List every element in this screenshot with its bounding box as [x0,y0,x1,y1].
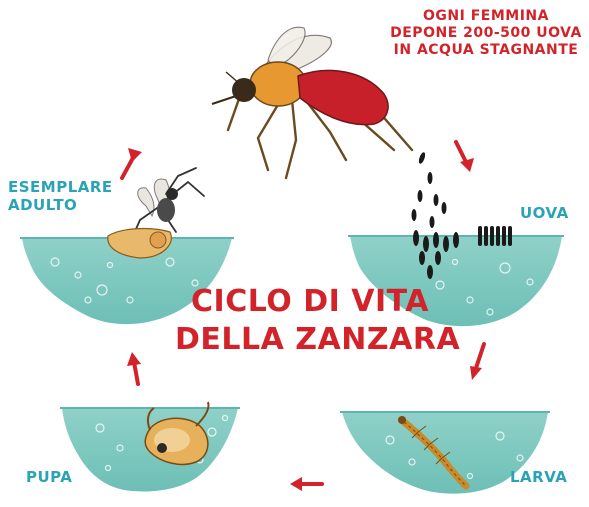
note-line-3: IN ACQUA STAGNANTE [388,42,584,59]
arrow-larva-to-pupa [290,477,322,491]
label-larva: LARVA [510,468,567,486]
note-line-1: OGNI FEMMINA [388,8,584,25]
title-line-1: CICLO DI VITA [175,283,445,321]
falling-eggs [412,152,447,228]
label-eggs: UOVA [520,204,569,222]
arrow-eggs-to-larva [470,344,484,380]
arrow-adult-to-mosquito [122,148,142,178]
note-line-2: DEPONE 200-500 UOVA [388,25,584,42]
label-pupa: PUPA [26,468,72,486]
label-adult: ESEMPLARE ADULTO [8,178,113,214]
label-adult-line-2: ADULTO [8,196,113,214]
arrow-mosquito-to-eggs [456,142,474,172]
diagram-title: CICLO DI VITA DELLA ZANZARA [175,283,445,359]
mosquito-flying-illustration [212,27,412,178]
note-eggs-count: OGNI FEMMINA DEPONE 200-500 UOVA IN ACQU… [388,8,584,59]
label-adult-line-1: ESEMPLARE [8,178,113,196]
arrow-pupa-to-adult [127,352,141,384]
title-line-2: DELLA ZANZARA [175,321,445,359]
